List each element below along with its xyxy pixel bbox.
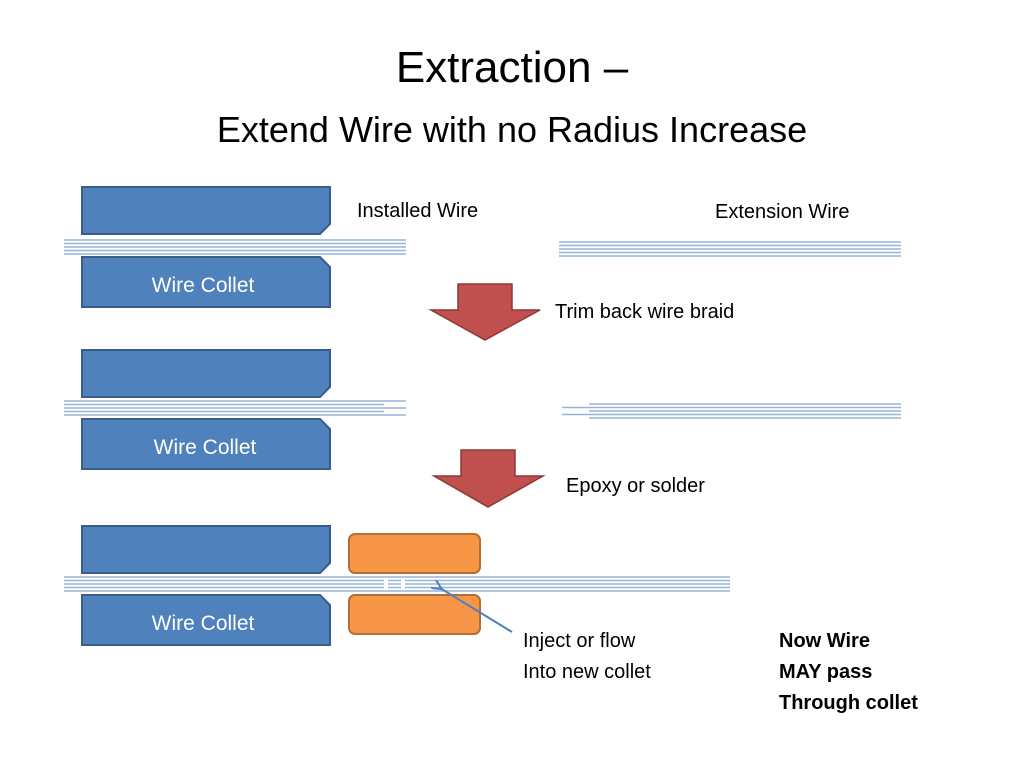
extension-wire-trimmed [562, 403, 901, 419]
lower-collet [81, 256, 331, 308]
inject-label-line1: Inject or flow [523, 630, 636, 652]
note-line1: Now Wire [779, 630, 870, 652]
stage-3: Wire Collet [64, 525, 730, 646]
extension-wire [559, 241, 901, 257]
lower-collet [81, 594, 331, 646]
collet-label: Wire Collet [152, 274, 255, 297]
join-step-label: Epoxy or solder [566, 475, 705, 497]
new-collet-lower [348, 594, 481, 635]
trim-step-label: Trim back wire braid [555, 301, 735, 323]
joint-gap [384, 578, 405, 590]
joined-wire [64, 576, 730, 592]
pointer-arrow [440, 588, 513, 633]
lower-collet [81, 418, 331, 470]
slide-subtitle: Extend Wire with no Radius Increase [216, 109, 808, 150]
new-collet-upper [348, 533, 481, 574]
stage-2: Wire Collet [64, 349, 901, 470]
upper-collet [81, 525, 331, 574]
extension-wire-label: Extension Wire [715, 201, 850, 223]
installed-wire [64, 239, 406, 255]
down-arrow-icon [431, 449, 546, 508]
collet-label: Wire Collet [152, 612, 255, 635]
note-line2: MAY pass [779, 661, 873, 683]
inject-label-line2: Into new collet [523, 661, 651, 683]
down-arrow-icon [428, 283, 541, 341]
stage-1: Wire Collet [64, 186, 901, 308]
upper-collet [81, 186, 331, 235]
note-line3: Through collet [779, 692, 918, 714]
upper-collet [81, 349, 331, 398]
installed-wire-label: Installed Wire [357, 200, 479, 222]
slide-title: Extraction – [395, 43, 629, 92]
installed-wire-trimmed [64, 400, 406, 416]
collet-label: Wire Collet [154, 436, 257, 459]
